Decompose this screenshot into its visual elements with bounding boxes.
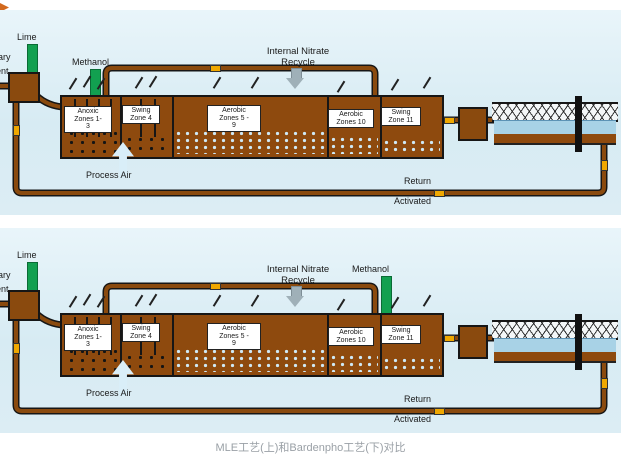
internal-nitrate-recycle-label: Internal Nitrate Recycle xyxy=(266,46,330,68)
influent-junction-box xyxy=(8,290,40,321)
methanol-feed-arrow xyxy=(381,276,392,314)
zone-label-aerobic-10: Aerobic Zones 10 xyxy=(328,327,374,346)
process-air-label: Process Air xyxy=(86,170,132,180)
label-pointer-line xyxy=(96,295,105,308)
zone-label-swing-4: Swing Zone 4 xyxy=(122,323,160,342)
swing-mixed-liquor xyxy=(124,353,168,371)
clarifier-support-post xyxy=(575,96,582,152)
pipe-valve-marker xyxy=(444,117,455,124)
label-pointer-line xyxy=(134,76,143,89)
clarifier-sludge-blanket xyxy=(494,352,616,363)
zone-divider xyxy=(380,315,382,375)
label-pointer-line xyxy=(212,294,221,307)
zone-label-aerobic-5-9: Aerobic Zones 5 - 9 xyxy=(207,105,261,132)
label-pointer-line xyxy=(68,295,77,308)
pipe-valve-marker xyxy=(601,378,608,389)
pipe-valve-marker xyxy=(601,160,608,171)
recycle-flow-arrowhead xyxy=(286,296,304,307)
lime-label: Lime xyxy=(17,32,37,42)
recycle-flow-arrowhead xyxy=(286,78,304,89)
zone-divider xyxy=(172,315,174,375)
aeration-bubbles xyxy=(174,348,325,372)
zone-label-aerobic-5-9: Aerobic Zones 5 - 9 xyxy=(207,323,261,350)
clarifier-sludge-blanket xyxy=(494,134,616,145)
influent-text-partial: nary xyxy=(0,52,11,62)
label-pointer-line xyxy=(336,80,345,93)
label-pointer-line xyxy=(422,294,431,307)
influent-text-partial: uent xyxy=(0,66,9,76)
zone-label-aerobic-10: Aerobic Zones 10 xyxy=(328,109,374,128)
aeration-bubbles xyxy=(329,354,378,372)
process-air-label: Process Air xyxy=(86,388,132,398)
clarifier-water xyxy=(494,120,616,135)
zone-divider xyxy=(120,315,122,375)
clarifier-truss-bridge xyxy=(492,320,618,340)
zone-divider xyxy=(172,97,174,157)
lime-feed-bar xyxy=(27,44,38,74)
return-activated-label: Activated xyxy=(394,196,432,206)
pipe-valve-marker xyxy=(434,190,445,197)
mle-process-diagram: Lime nary uent Methanol Internal Nitrate… xyxy=(0,10,621,215)
influent-junction-box xyxy=(8,72,40,103)
figure-caption: MLE工艺(上)和Bardenpho工艺(下)对比 xyxy=(215,442,406,454)
clarifier-water xyxy=(494,338,616,353)
label-pointer-line xyxy=(422,76,431,89)
zone-divider xyxy=(380,97,382,157)
pipe-valve-marker xyxy=(434,408,445,415)
label-pointer-line xyxy=(250,76,259,89)
zone-label-swing-4: Swing Zone 4 xyxy=(122,105,160,124)
internal-nitrate-recycle-label: Internal Nitrate Recycle xyxy=(266,264,330,286)
methanol-label: Methanol xyxy=(352,264,390,274)
label-pointer-line xyxy=(336,298,345,311)
label-pointer-line xyxy=(134,294,143,307)
clarifier-feed-box xyxy=(458,107,488,141)
label-pointer-line xyxy=(148,75,157,88)
influent-text-partial: uent xyxy=(0,284,9,294)
pipe-valve-marker xyxy=(13,343,20,354)
return-activated-label: Return xyxy=(404,176,432,186)
methanol-label: Methanol xyxy=(72,57,110,67)
zone-label-swing-11: Swing Zone 11 xyxy=(381,325,421,344)
zone-label-anoxic-1-3: Anoxic Zones 1- 3 xyxy=(64,106,112,133)
zone-label-anoxic-1-3: Anoxic Zones 1- 3 xyxy=(64,324,112,351)
label-pointer-line xyxy=(250,294,259,307)
pipe-valve-marker xyxy=(210,283,221,290)
aeration-bubbles xyxy=(382,357,440,372)
clarifier-support-post xyxy=(575,314,582,370)
pipe-valve-marker xyxy=(13,125,20,136)
lime-label: Lime xyxy=(17,250,37,260)
aeration-bubbles xyxy=(329,136,378,154)
zone-divider xyxy=(120,97,122,157)
aeration-bubbles xyxy=(174,130,325,154)
swing-mixed-liquor xyxy=(124,135,168,153)
label-pointer-line xyxy=(82,293,91,306)
return-activated-label: Activated xyxy=(394,414,432,424)
label-pointer-line xyxy=(148,293,157,306)
lime-feed-bar xyxy=(27,262,38,292)
influent-text-partial: nary xyxy=(0,270,11,280)
clarifier-feed-box xyxy=(458,325,488,359)
return-activated-label: Return xyxy=(404,394,432,404)
pipe-valve-marker xyxy=(444,335,455,342)
clarifier-truss-bridge xyxy=(492,102,618,122)
pipe-valve-marker xyxy=(210,65,221,72)
label-pointer-line xyxy=(390,78,399,91)
label-pointer-line xyxy=(68,77,77,90)
zone-label-swing-11: Swing Zone 11 xyxy=(381,107,421,126)
bardenpho-process-diagram: Lime nary uent Methanol Internal Nitrate… xyxy=(0,228,621,433)
label-pointer-line xyxy=(212,76,221,89)
aeration-bubbles xyxy=(382,139,440,154)
corner-artifact xyxy=(0,3,9,12)
